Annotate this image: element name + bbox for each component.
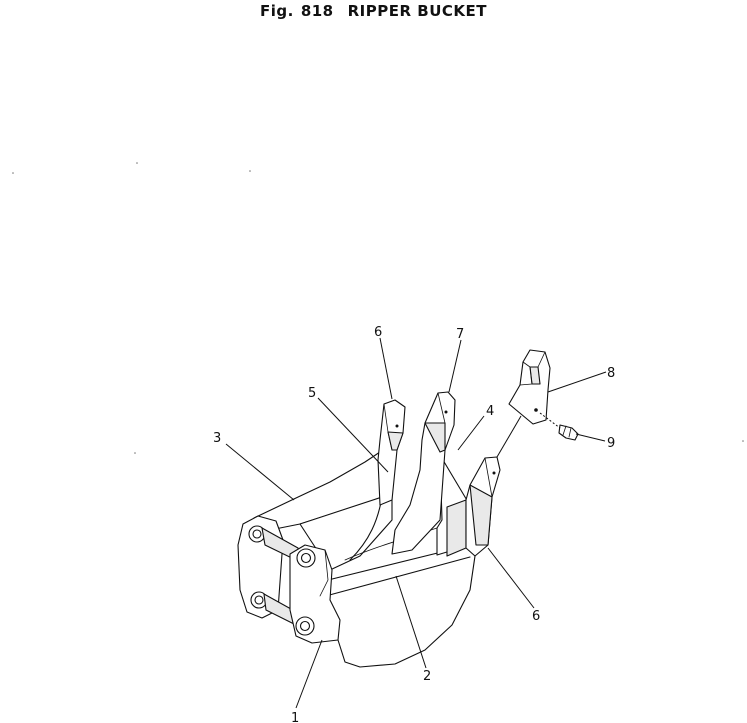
leader-5 xyxy=(317,397,389,473)
tooth-hole xyxy=(534,408,538,412)
callout-6-lower: 6 xyxy=(532,609,540,624)
front-bracket-upper-hole xyxy=(300,552,312,564)
figure-number: 818 xyxy=(300,2,334,20)
callout-7: 7 xyxy=(456,327,464,342)
leader-1 xyxy=(295,639,323,709)
tooth-pin xyxy=(558,424,579,441)
mounting-brackets xyxy=(237,515,341,644)
figure-name: RIPPER BUCKET xyxy=(347,2,487,20)
tooth-alignment-line xyxy=(496,415,522,458)
callout-numbers: 1 2 3 4 5 6 6 7 8 9 xyxy=(213,325,615,723)
callout-3: 3 xyxy=(213,431,221,446)
center-shank-face xyxy=(424,422,446,453)
callout-9: 9 xyxy=(607,436,615,451)
center-shank-edge xyxy=(437,392,446,424)
callout-1: 1 xyxy=(291,711,299,723)
figure-title-prefix: Fig. xyxy=(259,2,294,20)
callout-4: 4 xyxy=(486,404,494,419)
front-bracket-lower-hole xyxy=(299,620,311,632)
leader-6b xyxy=(487,547,535,609)
left-shank-face xyxy=(387,431,404,451)
pin-axis-line xyxy=(539,412,561,429)
right-shank-face xyxy=(469,484,493,546)
leader-6a xyxy=(379,337,393,400)
tooth-edge-2 xyxy=(537,351,546,368)
leader-9 xyxy=(575,433,606,442)
front-bracket-edge xyxy=(319,549,329,597)
right-shank-edge xyxy=(484,457,493,498)
tooth-pin-ring xyxy=(562,425,572,438)
rear-bracket-upper-hole xyxy=(252,529,262,539)
left-shank xyxy=(377,399,406,506)
left-shank-pin xyxy=(395,424,399,428)
callout-8: 8 xyxy=(607,366,615,381)
leader-8 xyxy=(547,371,607,393)
ripper-shanks xyxy=(377,391,501,557)
leader-4 xyxy=(457,415,485,451)
figure-title: Fig. 818 RIPPER BUCKET xyxy=(0,2,747,24)
rear-bracket-lower-hole xyxy=(254,595,264,605)
callout-2: 2 xyxy=(423,669,431,684)
leader-2 xyxy=(395,575,427,669)
tooth-edge xyxy=(519,361,533,386)
tooth-assembly xyxy=(496,349,579,458)
leader-7 xyxy=(448,339,462,393)
scan-specks xyxy=(12,162,744,454)
leader-3 xyxy=(225,443,295,501)
tooth-point xyxy=(508,349,551,425)
callout-5: 5 xyxy=(308,386,316,401)
right-shank-pin xyxy=(492,471,496,475)
right-side-plate-face xyxy=(446,499,467,557)
center-shank-pin xyxy=(444,410,448,414)
leader-lines xyxy=(225,337,607,709)
callout-6-upper: 6 xyxy=(374,325,382,340)
